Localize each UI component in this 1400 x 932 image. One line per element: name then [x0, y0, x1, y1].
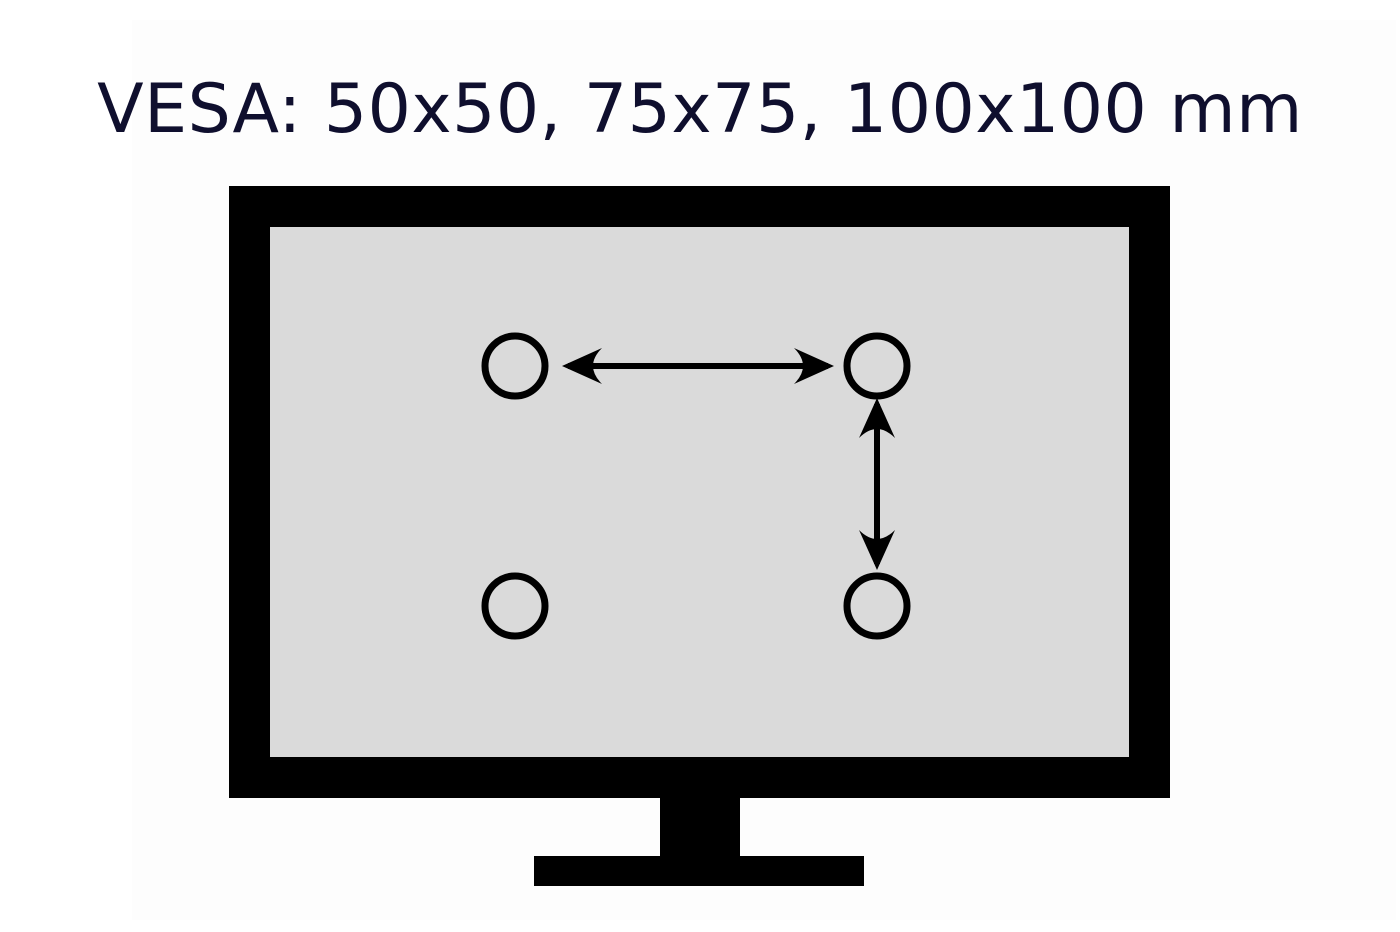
monitor-stand-base [534, 856, 864, 886]
mount-hole-bottom-right [843, 572, 911, 640]
mount-hole-bottom-left [481, 572, 549, 640]
mount-hole-top-left [481, 332, 549, 400]
page-title: VESA: 50x50, 75x75, 100x100 mm [97, 70, 1303, 149]
monitor-screen [270, 227, 1129, 757]
monitor-stand-neck [660, 796, 740, 858]
mount-hole-top-right [843, 332, 911, 400]
